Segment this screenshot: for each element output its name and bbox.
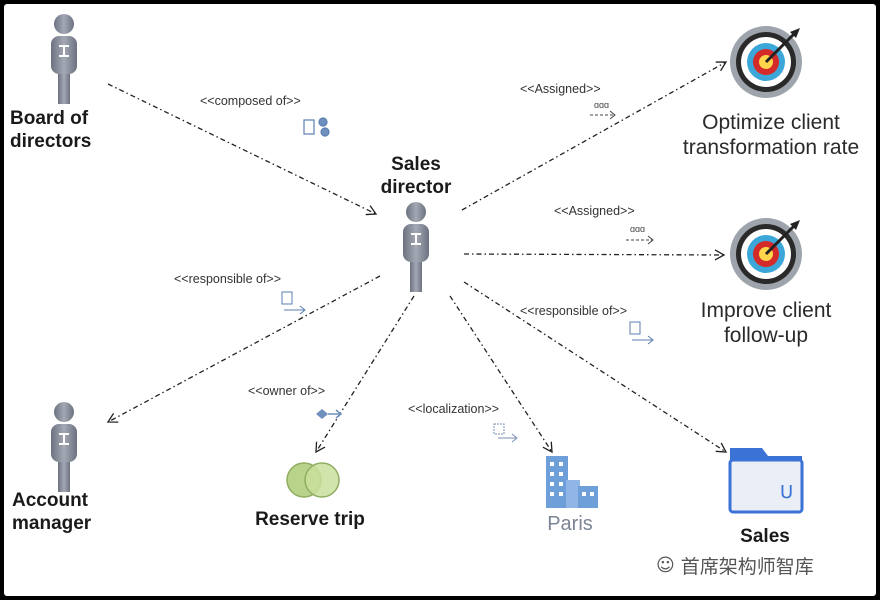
composed-of-icon <box>303 117 330 137</box>
target-icon <box>730 26 802 98</box>
node-reserve-trip: Reserve trip <box>255 509 365 530</box>
assigned-icon-2: ɑɑɑ <box>626 224 654 245</box>
site-icon <box>546 456 598 508</box>
actor-icon <box>51 14 77 104</box>
diagram-svg: ɑɑɑ ɑɑɑ <box>51 14 804 514</box>
edge-assigned-optimize <box>461 61 728 211</box>
rel-responsible-1: <<responsible of>> <box>174 272 282 286</box>
localization-icon <box>493 423 518 443</box>
edge-owner-of <box>315 295 415 454</box>
actor-icon <box>403 202 429 292</box>
svg-text:U: U <box>780 482 793 503</box>
rel-owner-of: <<owner of>> <box>248 384 326 398</box>
node-account-manager: Account manager <box>12 490 92 534</box>
actor-icon <box>51 402 77 492</box>
node-paris: Paris <box>547 513 593 535</box>
rel-composed-of: <<composed of>> <box>200 94 301 108</box>
svg-text:ɑɑɑ: ɑɑɑ <box>594 100 609 110</box>
rel-localization: <<localization>> <box>408 402 500 416</box>
diagram-canvas: ɑɑɑ ɑɑɑ <box>4 4 876 596</box>
watermark: ☺ 首席架构师智库 <box>656 552 814 579</box>
node-sales-department: Sales <box>740 526 790 547</box>
svg-text:ɑɑɑ: ɑɑɑ <box>630 224 645 234</box>
edge-responsible-account <box>106 275 381 423</box>
edge-localization <box>449 295 553 454</box>
rel-responsible-2: <<responsible of>> <box>520 304 628 318</box>
rel-assigned-2: <<Assigned>> <box>554 204 635 218</box>
edge-responsible-sales <box>463 281 728 453</box>
owner-of-icon <box>316 409 343 419</box>
node-improve-client: Improve client follow-up <box>700 299 832 348</box>
node-sales-director: Sales director <box>380 154 452 198</box>
watermark-text: 首席架构师智库 <box>680 556 814 578</box>
folder-icon: U <box>728 448 804 514</box>
assigned-icon-1: ɑɑɑ <box>590 100 616 120</box>
responsible-icon-1 <box>281 291 306 315</box>
responsible-icon-2 <box>629 321 654 345</box>
edge-assigned-improve <box>463 249 726 261</box>
node-optimize-client: Optimize client transformation rate <box>682 111 860 160</box>
wechat-icon: ☺ <box>656 555 675 576</box>
node-board-of-directors: Board of directors <box>10 108 92 152</box>
process-icon <box>286 462 340 498</box>
target-icon <box>730 218 802 290</box>
rel-assigned-1: <<Assigned>> <box>520 82 601 96</box>
